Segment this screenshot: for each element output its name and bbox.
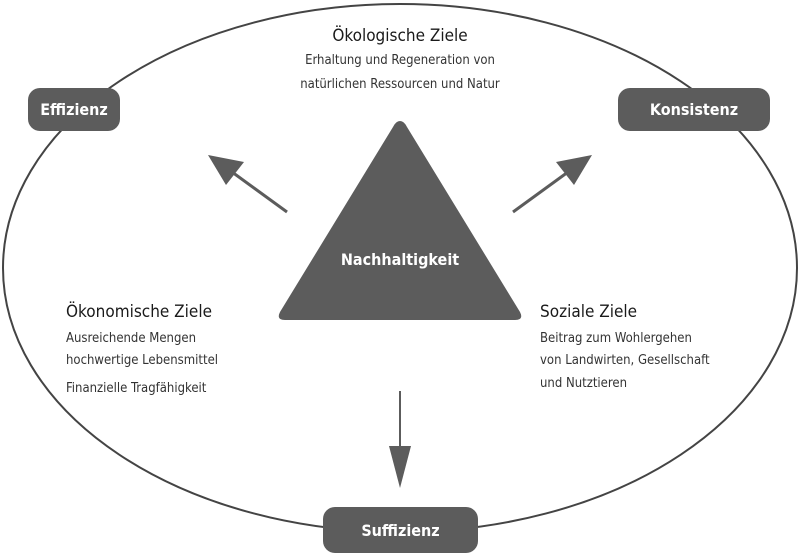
sustainability-triangle (278, 121, 522, 320)
ecological-line: natürlichen Ressourcen und Natur (300, 77, 500, 92)
economic-line: Finanzielle Tragfähigkeit (66, 381, 207, 396)
social-line: von Landwirten, Gesellschaft (540, 353, 710, 368)
social-title: Soziale Ziele (540, 302, 638, 322)
social-line: Beitrag zum Wohlergehen (540, 331, 692, 346)
arrow-to-suffizienz (389, 391, 411, 488)
arrow-to-konsistenz (512, 155, 592, 214)
center-label: Nachhaltigkeit (340, 250, 460, 269)
suffizienz-box: Suffizienz (323, 507, 478, 553)
ecological-line: Erhaltung und Regeneration von (305, 53, 495, 68)
ecological-title: Ökologische Ziele (332, 26, 468, 46)
effizienz-box: Effizienz (28, 88, 120, 131)
economic-line: hochwertige Lebensmittel (66, 353, 219, 368)
economic-line: Ausreichende Mengen (66, 331, 197, 346)
konsistenz-box: Konsistenz (618, 88, 770, 131)
social-line: und Nutztieren (540, 376, 628, 391)
arrow-to-effizienz (208, 155, 288, 214)
economic-title: Ökonomische Ziele (66, 302, 212, 322)
